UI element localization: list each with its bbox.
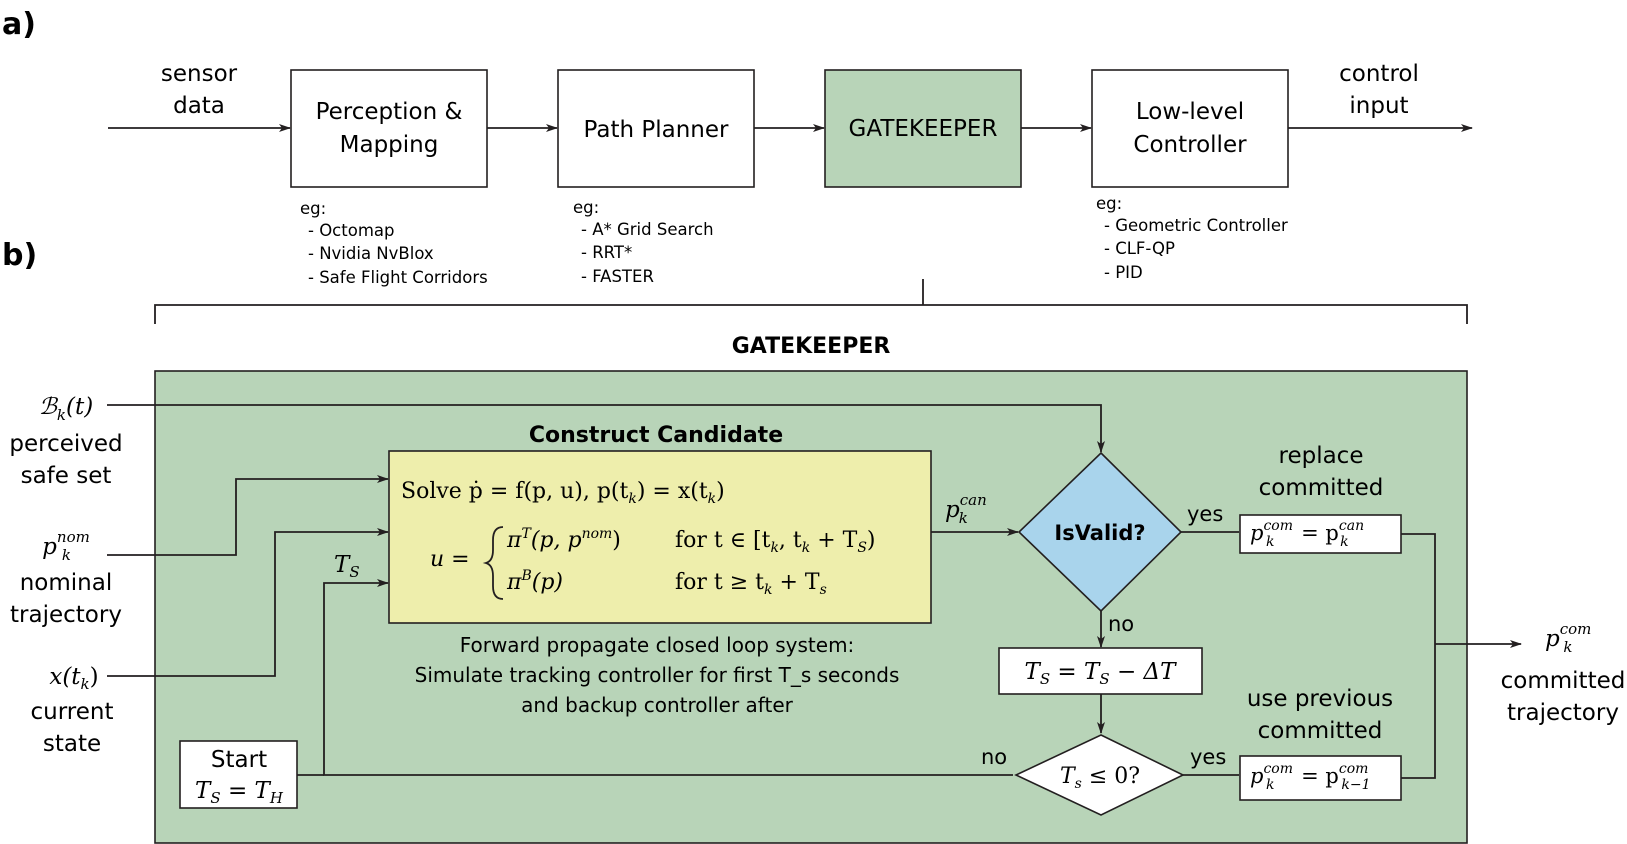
caption-line1: Forward propagate closed loop system: [460, 633, 855, 657]
isvalid-label: IsValid? [1054, 521, 1145, 545]
u-equation-label: u = [430, 547, 470, 572]
update-ts-equation: TS = TS − ΔT [1025, 659, 1178, 688]
start-box [179, 740, 298, 809]
nominal-label-line2: trajectory [10, 602, 122, 628]
sensor-data-label-line1: sensor [161, 61, 238, 87]
replace-out-wire [1401, 533, 1436, 644]
case2-condition: for t ≥ tk + Ts [675, 570, 827, 598]
control-input-label-line1: control [1339, 61, 1419, 87]
case1-expression: πT(p, pnom) [506, 526, 621, 553]
low-level-controller-block [1091, 69, 1289, 188]
controller-example-1: - Geometric Controller [1104, 216, 1288, 235]
perception-block-label-line1: Perception & [316, 99, 463, 125]
construct-candidate-box [388, 450, 932, 624]
committed-label-line1: committed [1501, 668, 1626, 694]
nominal-wire [107, 475, 389, 556]
nominal-label-line1: nominal [20, 570, 113, 596]
path-planner-label: Path Planner [584, 117, 729, 143]
ts-check-decision [1014, 734, 1185, 816]
start-label: Start [211, 747, 267, 773]
perception-example-3: - Safe Flight Corridors [308, 268, 488, 287]
safe-set-symbol: ℬk(t) [39, 394, 93, 424]
gatekeeper-block [824, 69, 1022, 188]
ts-feedback-wire [323, 579, 1013, 776]
use-previous-label-line1: use previous [1247, 686, 1393, 712]
update-ts-box [998, 647, 1203, 695]
no-label-2: no [981, 745, 1007, 769]
panel-a-tag: a) [2, 7, 36, 42]
control-input-label-line2: input [1349, 93, 1408, 119]
planner-example-2: - RRT* [581, 243, 632, 262]
sensor-data-label-line2: data [173, 93, 225, 119]
perception-example-2: - Nvidia NvBlox [308, 244, 434, 263]
panel-b-tag: b) [2, 238, 37, 273]
caption-line3: and backup controller after [521, 693, 793, 717]
planner-eg-label: eg: [573, 198, 599, 217]
use-previous-label-line2: committed [1258, 718, 1383, 744]
use-previous-box [1239, 755, 1402, 801]
perception-block-label-line2: Mapping [340, 132, 439, 158]
perception-example-1: - Octomap [308, 221, 394, 240]
safe-set-label-line2: safe set [21, 463, 112, 489]
controller-block-label-line2: Controller [1133, 132, 1247, 158]
gatekeeper-title: GATEKEEPER [732, 334, 891, 359]
ts-check-label: Ts ≤ 0? [1060, 764, 1140, 792]
perception-eg-label: eg: [300, 199, 326, 218]
controller-eg-label: eg: [1096, 194, 1122, 213]
path-planner-block [557, 69, 755, 188]
gatekeeper-block-label: GATEKEEPER [849, 116, 998, 142]
expansion-bracket [154, 304, 1468, 324]
cases-brace [482, 526, 504, 600]
ts-wire-label: TS [334, 552, 360, 581]
case1-condition: for t ∈ [tk, tk + TS) [675, 528, 876, 556]
caption-line2: Simulate tracking controller for first T… [415, 663, 900, 687]
construct-candidate-title: Construct Candidate [529, 423, 783, 448]
start-equation: TS = TH [195, 778, 284, 807]
controller-block-label-line1: Low-level [1136, 99, 1244, 125]
safe-set-wire [107, 404, 1105, 453]
safe-set-label-line1: perceived [9, 431, 122, 457]
state-label-line1: current [31, 699, 114, 725]
state-wire [107, 528, 389, 677]
controller-example-2: - CLF-QP [1104, 239, 1175, 258]
state-symbol: x(tk) [49, 664, 98, 693]
case2-expression: πB(p) [506, 568, 563, 595]
perception-mapping-block [290, 69, 488, 188]
replace-label-line1: replace [1279, 443, 1364, 469]
planner-example-3: - FASTER [581, 267, 654, 286]
yes-label-1: yes [1187, 502, 1223, 526]
solve-equation: Solve ṗ = f(p, u), p(tk) = x(tk) [401, 479, 725, 507]
previous-out-wire [1401, 644, 1436, 779]
controller-example-3: - PID [1104, 263, 1143, 282]
no-label-1: no [1108, 612, 1134, 636]
state-label-line2: state [43, 731, 101, 757]
replace-label-line2: committed [1259, 475, 1384, 501]
committed-label-line2: trajectory [1507, 700, 1619, 726]
replace-committed-box [1239, 514, 1402, 554]
yes-label-2: yes [1190, 745, 1226, 769]
planner-example-1: - A* Grid Search [581, 220, 714, 239]
